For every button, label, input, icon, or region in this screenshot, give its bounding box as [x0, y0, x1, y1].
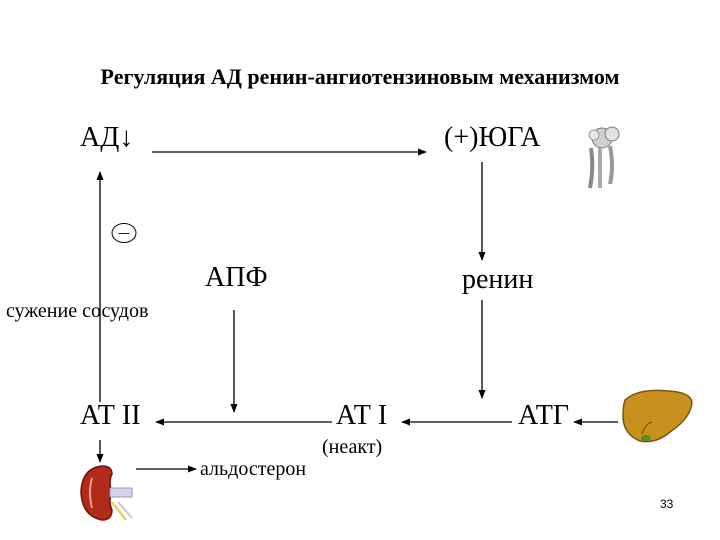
node-ad-down: АД↓ [80, 122, 134, 153]
node-at1: АТ I [336, 400, 388, 431]
node-apf: АПФ [205, 262, 268, 293]
minus-sign-text: — [118, 226, 130, 240]
negative-feedback-sign: — [110, 222, 138, 244]
node-vasoconstriction: сужение сосудов [6, 300, 149, 322]
node-atg: АТГ [518, 400, 570, 431]
diagram-title: Регуляция АД ренин-ангиотензиновым механ… [100, 64, 620, 89]
node-aldosterone: альдостерон [200, 458, 307, 480]
node-renin: ренин [462, 264, 534, 295]
kidney-adrenal-icon [78, 462, 138, 524]
node-at2: АТ II [80, 400, 141, 431]
liver-icon [620, 386, 694, 448]
page-number: 33 [660, 497, 674, 511]
juxtaglomerular-icon [580, 122, 628, 192]
node-inactive-label: (неакт) [322, 436, 383, 458]
node-yuga: (+)ЮГА [444, 122, 541, 153]
